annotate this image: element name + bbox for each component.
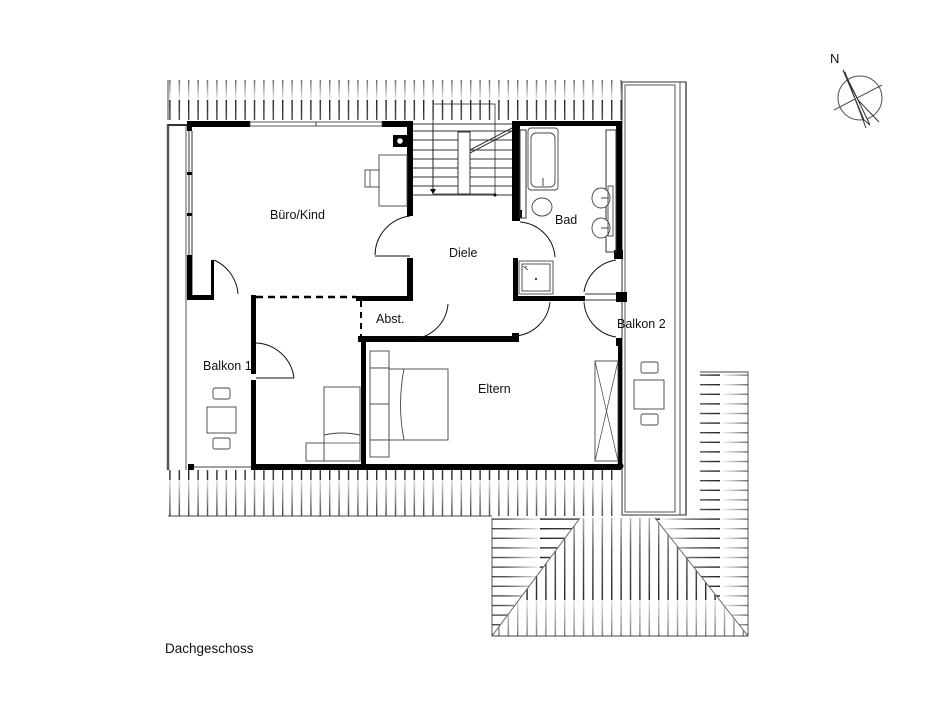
room-label-abst: Abst.	[376, 312, 405, 326]
room-label-balkon-2: Balkon 2	[617, 317, 666, 331]
roof-top	[167, 80, 624, 120]
room-label-balkon-1: Balkon 1	[203, 359, 252, 373]
room-label-diele: Diele	[449, 246, 478, 260]
balkon-2-terrace	[621, 81, 687, 516]
room-label-bad: Bad	[555, 213, 577, 227]
doors	[213, 215, 617, 379]
roof-bottom	[168, 470, 620, 517]
roof-front-hip	[491, 371, 749, 637]
north-label: N	[830, 51, 839, 66]
north-arrow: N	[830, 51, 883, 129]
balkon-1-railing	[166, 124, 188, 470]
staircase	[413, 103, 513, 197]
floor-title: Dachgeschoss	[165, 641, 254, 656]
room-label-eltern: Eltern	[478, 382, 511, 396]
furniture	[206, 127, 665, 462]
walls	[187, 121, 627, 470]
room-labels: Büro/Kind Diele Bad Abst. Balkon 1 Elter…	[203, 208, 666, 396]
room-label-buero: Büro/Kind	[270, 208, 325, 222]
